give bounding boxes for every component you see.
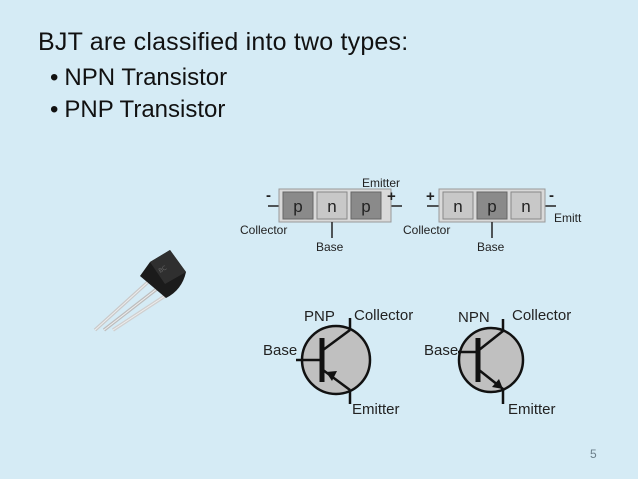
bullet-pnp: PNP Transistor [50,94,227,126]
npn-symbol-type: NPN [458,309,490,326]
pnp-collector-label: Collector [240,223,287,237]
pnp-symbol: PNP Collector Base Emitter [263,307,413,418]
pnp-left-sign: - [266,187,271,204]
bullet-npn: NPN Transistor [50,62,227,94]
npn-layer-1: n [453,197,462,216]
page-number: 5 [590,447,597,461]
pnp-symbol-collector: Collector [354,307,413,324]
npn-left-sign: + [426,188,435,205]
npn-base-label: Base [477,240,505,254]
pnp-symbol-base: Base [263,342,297,359]
npn-symbol: NPN Collector Base Emitter [424,307,571,418]
svg-text:BC: BC [158,265,169,275]
pnp-layer-2: n [327,197,336,216]
bullet-list: NPN Transistor PNP Transistor [50,62,227,126]
npn-right-sign: - [549,187,554,204]
npn-structure-diagram: n p n + - Emitt Collector Base [403,187,582,254]
npn-emitter-label: Emitt [554,211,582,225]
pnp-layer-3: p [361,197,370,216]
pnp-base-label: Base [316,240,344,254]
slide-heading: BJT are classified into two types: [38,28,409,56]
pnp-right-sign: + [387,188,396,205]
pnp-symbol-emitter: Emitter [352,401,400,418]
npn-collector-label: Collector [403,223,450,237]
pnp-structure-diagram: p n p - + Emitter Collector Base [240,176,402,254]
to92-transistor-image: BC [93,250,186,332]
pnp-symbol-type: PNP [304,308,335,325]
npn-symbol-emitter: Emitter [508,401,556,418]
npn-symbol-base: Base [424,342,458,359]
pnp-emitter-label: Emitter [362,176,400,190]
npn-layer-3: n [521,197,530,216]
npn-symbol-collector: Collector [512,307,571,324]
pnp-layer-1: p [293,197,302,216]
npn-layer-2: p [487,197,496,216]
